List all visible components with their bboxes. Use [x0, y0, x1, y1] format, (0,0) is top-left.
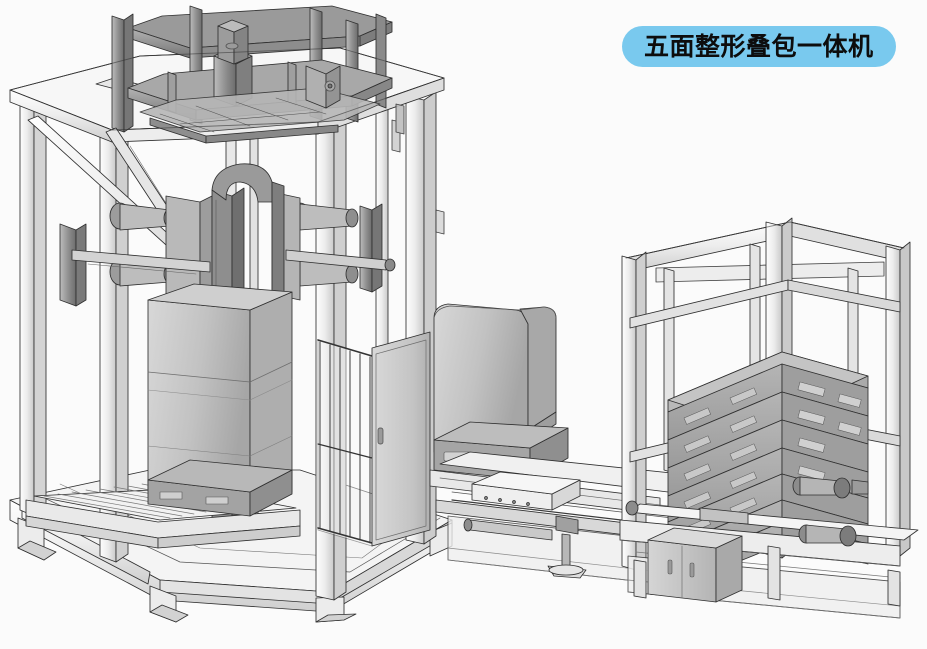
top-servo-gantry [111, 5, 393, 144]
pressing-head [213, 19, 253, 107]
leveling-feet [17, 517, 453, 623]
drive-motors [625, 476, 869, 547]
control-cabinet [647, 527, 743, 603]
pallet-magazine [621, 217, 911, 571]
title-badge: 五面整形叠包一体机 [622, 26, 896, 67]
bag-product [147, 283, 293, 517]
right-conveyor [619, 476, 919, 619]
title-badge-label: 五面整形叠包一体机 [644, 32, 874, 61]
transfer-conveyor [429, 451, 701, 587]
leveling-feet [547, 515, 587, 579]
side-clamp-cylinders [59, 191, 396, 307]
shaping-station-cover [433, 303, 569, 481]
roller-table [25, 459, 301, 549]
rear-structure [391, 103, 445, 235]
safety-fence-door [317, 331, 431, 547]
